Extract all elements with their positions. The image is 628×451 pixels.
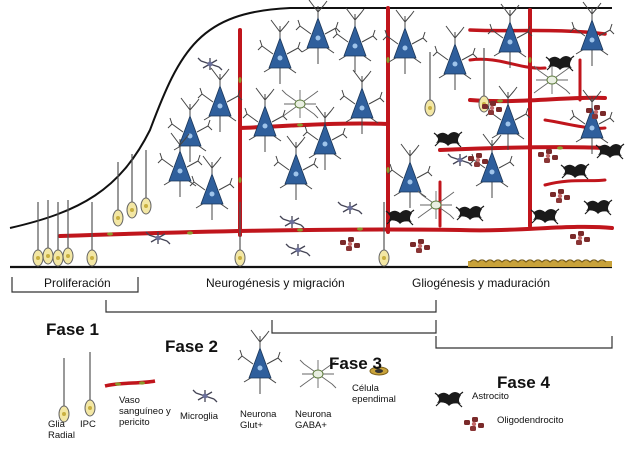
stage-proliferation: Proliferación [44, 276, 111, 290]
legend-oligodendrocyte: Oligodendrocito [497, 415, 564, 426]
phase-4: Fase 4 [497, 373, 550, 392]
legend-ependymal: Célula ependimal [352, 383, 396, 405]
legend-icons [58, 329, 484, 431]
legend-ipc: IPC [80, 419, 96, 430]
legend-gaba-neuron: Neurona GABA+ [295, 409, 332, 431]
stage-neurogenesis: Neurogénesis y migración [206, 276, 345, 290]
legend-radial-glia: Glia Radial [48, 419, 75, 441]
microglia-cells [145, 57, 473, 257]
legend-glut-neuron: Neurona Glut+ [240, 409, 277, 431]
stage-braces [11, 277, 613, 349]
legend-vessel: Vaso sanguíneo y pericito [119, 395, 171, 428]
legend-microglia: Microglia [180, 411, 219, 422]
astrocyte-cells [385, 55, 625, 226]
phase-1: Fase 1 [46, 320, 99, 339]
phase-2: Fase 2 [165, 337, 218, 356]
phase-3: Fase 3 [329, 354, 382, 373]
legend-astrocyte: Astrocito [472, 391, 509, 402]
pericytes [107, 57, 563, 236]
ependymal-layer [468, 259, 612, 267]
stage-gliogenesis: Gliogénesis y maduración [412, 276, 551, 290]
ependymal-cell-legend [369, 366, 389, 376]
